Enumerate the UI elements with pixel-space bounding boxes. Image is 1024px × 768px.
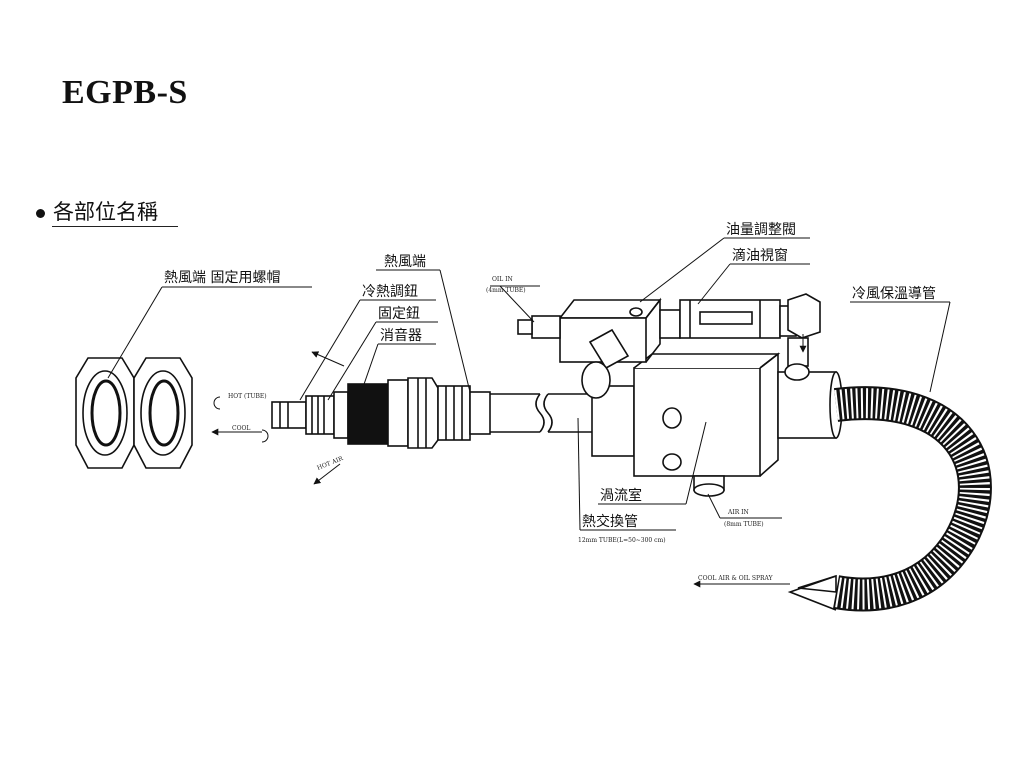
label-tube-spec: 12mm TUBE(L=50~300 cm)	[578, 537, 666, 544]
label-oil-drip-window: 滴油視窗	[732, 247, 788, 264]
arrow-icon	[311, 351, 345, 367]
label-cool-spray: COOL AIR & OIL SPRAY	[698, 575, 774, 582]
label-hot-in: HOT (TUBE)	[228, 393, 267, 400]
locknut-left	[75, 357, 135, 469]
label-locknut: 熱風端 固定用螺帽	[164, 270, 280, 286]
heading-underline	[52, 226, 178, 227]
leader-lines	[107, 237, 951, 531]
bullet-icon	[36, 208, 45, 218]
label-oil-in-tube: (4mm TUBE)	[486, 287, 526, 294]
label-hot-air: HOT AIR	[316, 455, 344, 472]
arrow-icon	[313, 463, 341, 485]
label-muffler: 消音器	[380, 327, 422, 344]
flow-arrows	[211, 334, 807, 588]
cool-air-hose	[787, 386, 992, 612]
label-fixing-knob: 固定鈕	[378, 306, 420, 322]
slide-title: EGPB-S	[62, 74, 188, 111]
label-cool: COOL	[232, 425, 250, 432]
section-heading: 各部位名稱	[36, 196, 158, 226]
label-cold-hot-adjust: 冷熱調鈕	[362, 284, 418, 300]
label-vortex-chamber: 渦流室	[600, 487, 642, 504]
hook-arrow-icon	[213, 396, 221, 410]
label-air-in: AIR IN	[727, 509, 749, 516]
label-oil-adjust-valve: 油量調整閥	[726, 222, 796, 238]
oil-valve-block	[517, 293, 821, 399]
label-air-in-tube: (8mm TUBE)	[724, 521, 764, 528]
section-heading-text: 各部位名稱	[53, 200, 158, 224]
label-hot-end: 熱風端	[384, 254, 426, 270]
hot-end-assembly	[271, 377, 592, 449]
hook-arrow-icon	[261, 429, 269, 443]
label-heat-exchange-tube: 熱交換管	[582, 513, 638, 530]
label-oil-in: OIL IN	[492, 276, 513, 283]
label-cool-air-hose: 冷風保溫導管	[852, 286, 936, 302]
locknut-right	[133, 357, 193, 469]
